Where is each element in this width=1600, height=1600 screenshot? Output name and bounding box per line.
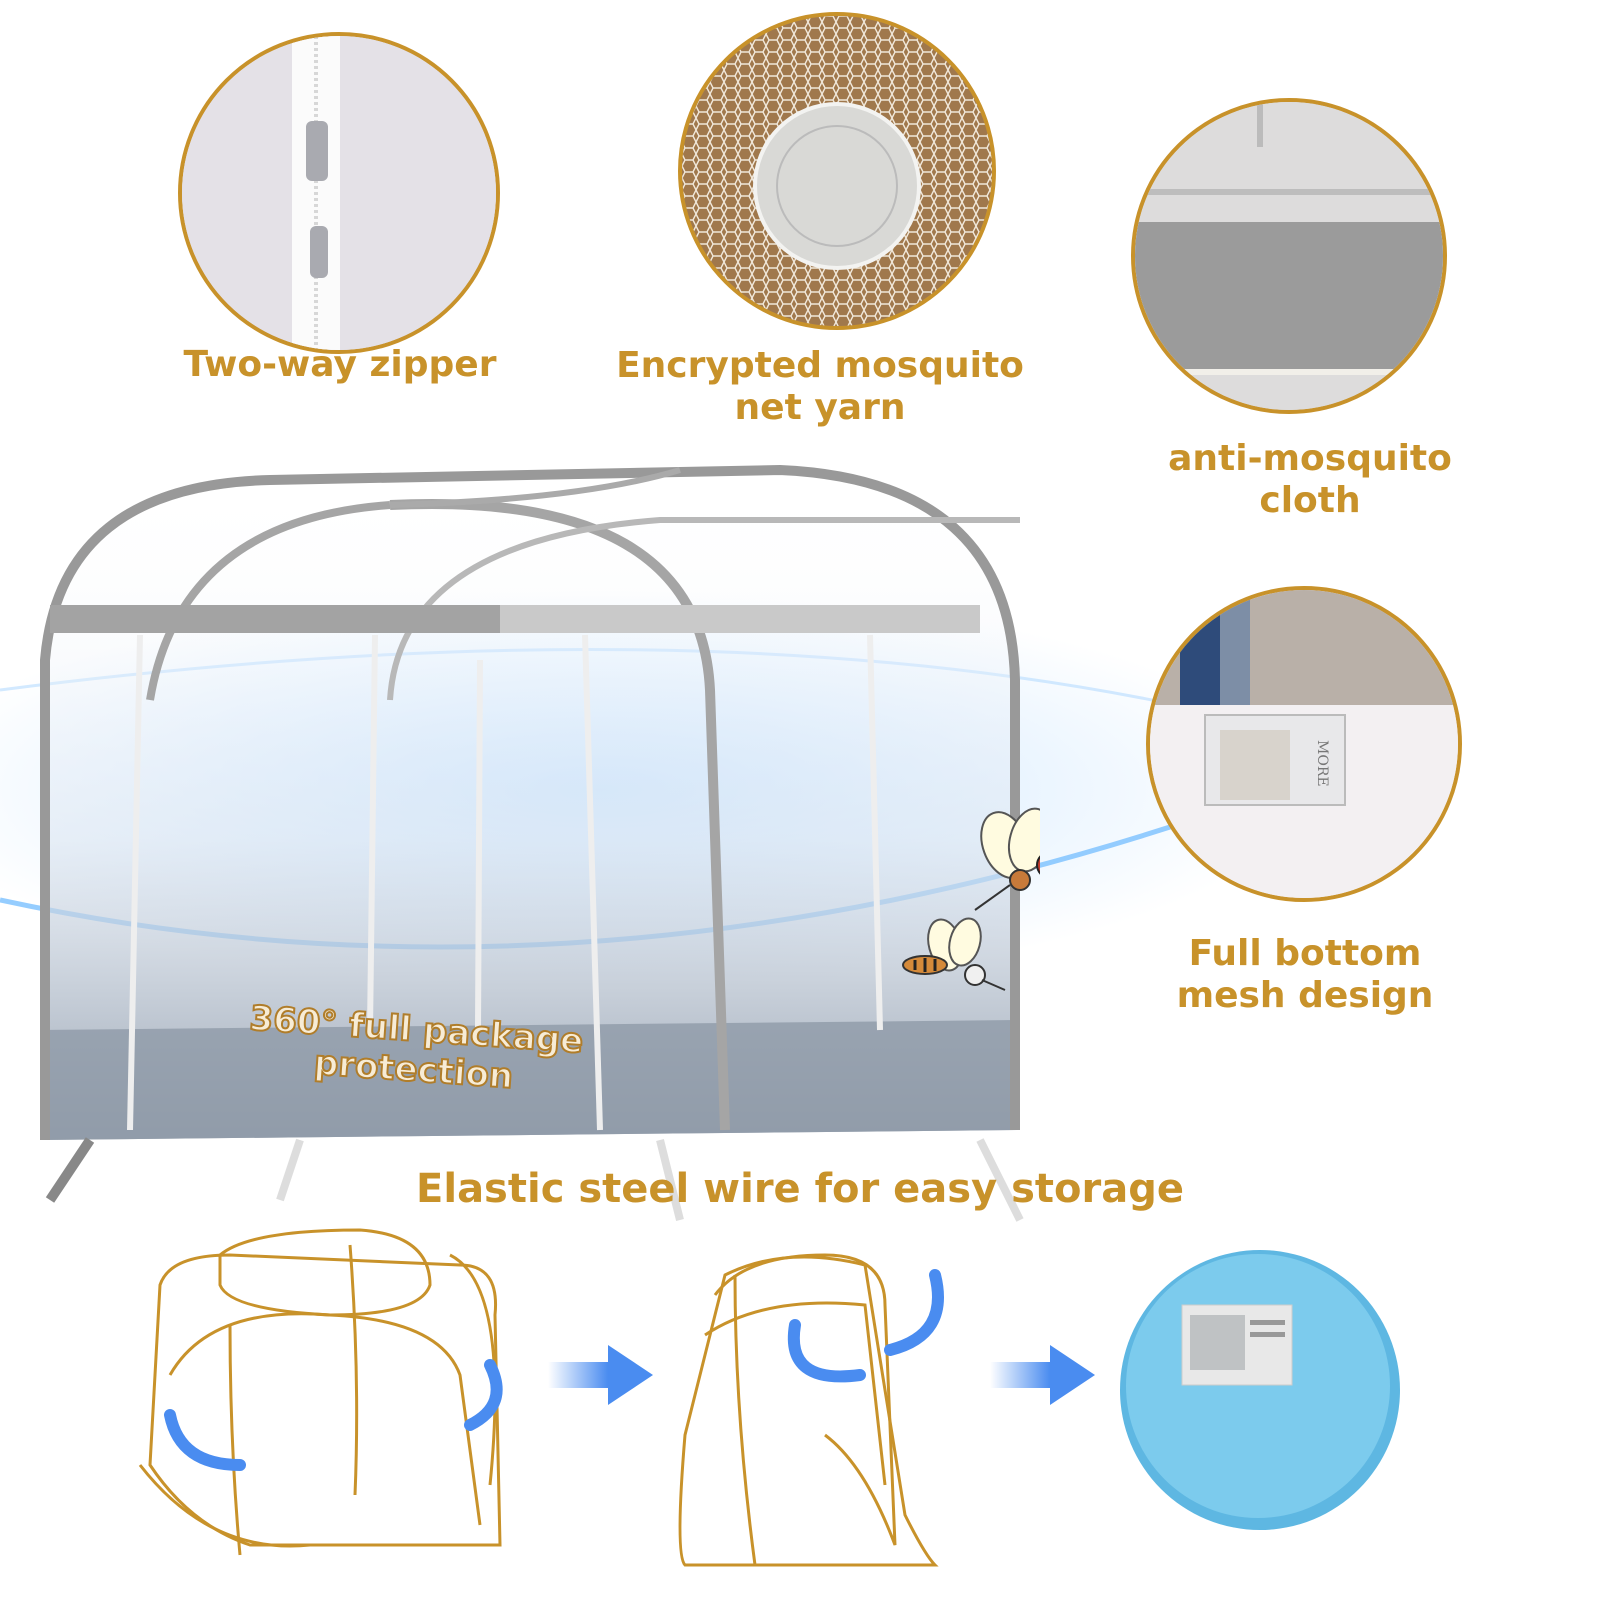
yarn-label-line1: Encrypted mosquito (616, 345, 1024, 386)
zipper-label: Two-way zipper (140, 344, 540, 386)
cloth-label: anti-mosquito cloth (1110, 438, 1510, 522)
package-brand-text: MORE (1314, 740, 1330, 787)
bottom-label-line2: mesh design (1176, 975, 1434, 1016)
bottom-label-line1: Full bottom (1188, 933, 1422, 974)
mosquito-icon (902, 917, 1006, 991)
right-arrow-icon (548, 1345, 653, 1405)
bottom-mesh-image: MORE (1146, 586, 1462, 902)
tent-illustration (40, 464, 1040, 1222)
yarn-label-line2: net yarn (734, 387, 906, 428)
anti-mosquito-cloth-image (1131, 98, 1447, 414)
storage-heading: Elastic steel wire for easy storage (416, 1166, 1184, 1212)
cloth-label-line2: cloth (1259, 480, 1361, 521)
mosquito-icon (974, 807, 1040, 911)
frame-expanded-drawing (138, 1228, 503, 1556)
right-arrow-icon (990, 1345, 1095, 1405)
frame-folding-drawing (678, 1253, 944, 1567)
bottom-label: Full bottom mesh design (1110, 933, 1500, 1017)
folded-storage-pouch-image (1120, 1250, 1400, 1530)
cloth-label-line1: anti-mosquito (1168, 438, 1452, 479)
zipper-label-line1: Two-way zipper (183, 344, 497, 385)
yarn-label: Encrypted mosquito net yarn (600, 345, 1040, 429)
net-yarn-detail-image (678, 12, 996, 330)
zipper-detail-image (178, 32, 500, 354)
